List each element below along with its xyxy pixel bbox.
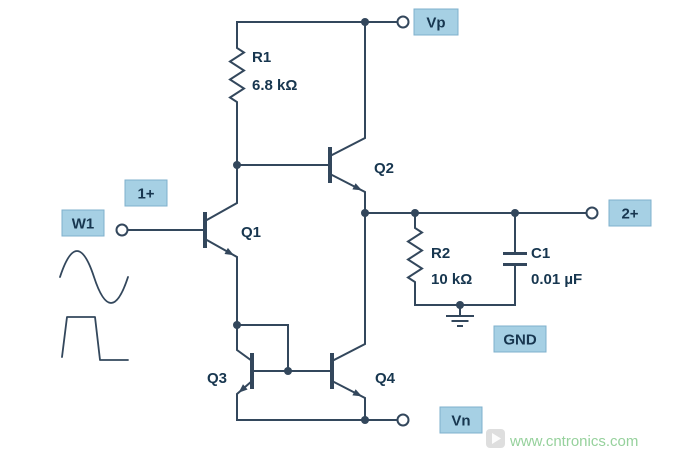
wire-q4-collector — [330, 212, 366, 363]
q2-label: Q2 — [374, 160, 394, 177]
vp-label-box: Vp — [413, 8, 459, 36]
q3-label: Q3 — [207, 370, 227, 387]
q4-label: Q4 — [375, 370, 396, 387]
ch2-label-text: 2+ — [621, 206, 638, 223]
w1-label-box: W1 — [61, 209, 105, 237]
q2-emitter-arrow — [352, 183, 362, 191]
watermark: www.cntronics.com — [486, 429, 638, 450]
emitter-arrows — [224, 183, 362, 397]
vp-label-box-bg — [413, 8, 459, 36]
ch1-label-text: 1+ — [137, 186, 154, 203]
wires — [126, 21, 588, 421]
vn-label-text: Vn — [451, 413, 470, 430]
wire-q2-emitter — [328, 172, 366, 214]
vn-label-box-bg — [439, 406, 483, 434]
junction-dot — [411, 209, 419, 217]
q1-label: Q1 — [241, 224, 261, 241]
gnd-label-box: GND — [493, 325, 547, 353]
junction-dot — [456, 301, 464, 309]
terminal-label-boxes: Vp 1+ W1 2+ GND Vn — [61, 8, 652, 434]
junction-dot — [233, 321, 241, 329]
input-waveforms — [59, 250, 129, 361]
ch1-label-box-bg — [124, 179, 168, 207]
wire-q3-emitter — [236, 379, 254, 421]
junction-dot — [361, 209, 369, 217]
resistor-r2 — [406, 212, 424, 306]
resistor-r1 — [228, 21, 246, 166]
junction-dot — [233, 161, 241, 169]
junction-dot — [361, 18, 369, 26]
gnd-label-box-bg — [493, 325, 547, 353]
q3-emitter-arrow — [238, 384, 248, 393]
vp-terminal — [396, 15, 410, 29]
ch2-terminal — [585, 206, 599, 220]
q1-emitter-arrow — [224, 247, 234, 256]
q4-emitter-arrow — [352, 389, 362, 397]
wire-q4-emitter — [330, 379, 366, 421]
junction-dots — [233, 18, 519, 424]
ch1-label-box: 1+ — [124, 179, 168, 207]
ch2-label-box: 2+ — [608, 199, 652, 227]
w1-terminal — [115, 223, 129, 237]
vn-terminal — [396, 413, 410, 427]
r2-name-label: R2 — [431, 245, 450, 262]
vn-label-box: Vn — [439, 406, 483, 434]
ground-symbol — [446, 304, 474, 327]
junction-dot — [361, 416, 369, 424]
junction-dot — [511, 209, 519, 217]
c1-name-label: C1 — [531, 245, 550, 262]
r2-value-label: 10 kΩ — [431, 271, 472, 288]
watermark-logo-mark — [492, 433, 501, 444]
component-labels: R1 6.8 kΩ Q2 Q1 R2 10 kΩ C1 0.01 µF Q3 Q… — [207, 49, 582, 387]
wire-q2-collector — [328, 21, 366, 158]
clipped-wave-icon — [61, 316, 129, 361]
w1-label-box-bg — [61, 209, 105, 237]
gnd-label-text: GND — [503, 332, 537, 349]
c1-value-label: 0.01 µF — [531, 271, 582, 288]
junction-dot — [284, 367, 292, 375]
terminals — [115, 15, 599, 427]
w1-label-text: W1 — [72, 216, 95, 233]
wire-q1-collector — [203, 164, 238, 223]
r1-value-label: 6.8 kΩ — [252, 77, 297, 94]
r1-name-label: R1 — [252, 49, 271, 66]
sine-wave-icon — [59, 250, 129, 304]
transistor-bars — [203, 147, 334, 389]
wire-q1-emitter — [203, 237, 238, 326]
wire-q3-diode-tie — [236, 324, 289, 372]
vp-label-text: Vp — [426, 15, 445, 32]
wire-q3-collector — [236, 324, 254, 363]
ch2-label-box-bg — [608, 199, 652, 227]
watermark-text: www.cntronics.com — [509, 433, 638, 450]
